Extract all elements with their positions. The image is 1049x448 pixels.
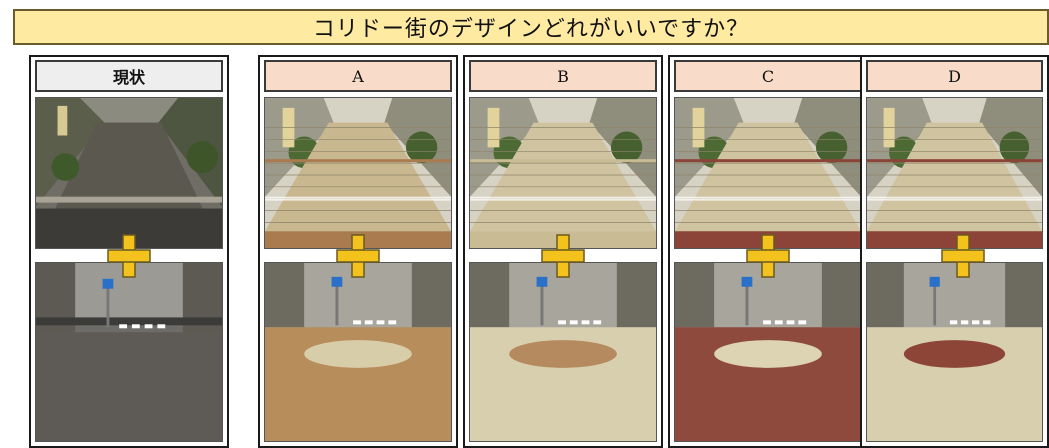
current-state-panel: 現状 (29, 55, 229, 448)
plus-icon (106, 233, 152, 279)
option-a-street-render (264, 97, 452, 249)
plus-icon (940, 233, 986, 279)
option-c-plaza-render (674, 262, 862, 442)
plus-icon (335, 233, 381, 279)
option-d-street-render (866, 97, 1043, 249)
option-b-plaza-render (469, 262, 657, 442)
option-c-street-render (674, 97, 862, 249)
option-b-street-render (469, 97, 657, 249)
plus-icon (540, 233, 586, 279)
plus-icon (745, 233, 791, 279)
option-d-plaza-render (866, 262, 1043, 442)
option-d-panel[interactable]: D (860, 55, 1049, 448)
page-title: コリドー街のデザインどれがいいですか？ (13, 9, 1049, 45)
option-c-header: C (674, 60, 862, 92)
option-a-header: A (264, 60, 452, 92)
option-d-header: D (866, 60, 1043, 92)
current-state-header: 現状 (35, 60, 223, 92)
option-b-header: B (469, 60, 657, 92)
current-street-photo (35, 97, 223, 249)
current-intersection-photo (35, 262, 223, 442)
option-a-plaza-render (264, 262, 452, 442)
